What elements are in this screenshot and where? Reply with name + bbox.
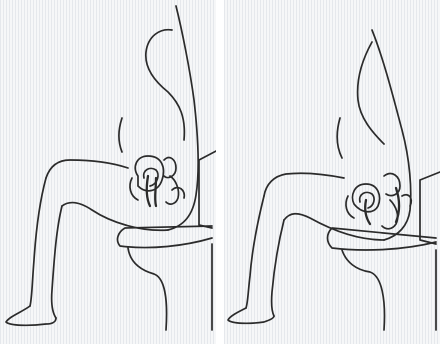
body-front-right [337,42,384,158]
foot-left [6,306,56,325]
toilet-bowl-right [342,250,436,330]
posture-drawing-left [0,0,216,344]
toilet-tank-right [420,172,440,244]
panel-left [0,0,216,344]
pelvic-organs-right [346,174,411,229]
toilet-tank-left [199,150,216,228]
panel-gutter [216,0,224,344]
body-back-right [372,30,411,240]
panel-right [224,0,440,344]
toilet-bowl-left [128,244,212,330]
lower-leg-right [246,196,284,316]
thigh-left [46,160,168,230]
foot-right [228,308,274,323]
toilet-seat-left [118,226,212,248]
body-front-left [119,30,184,152]
lower-leg-left [30,178,62,318]
pelvic-organs-left [130,156,184,206]
posture-drawing-right [224,0,440,344]
